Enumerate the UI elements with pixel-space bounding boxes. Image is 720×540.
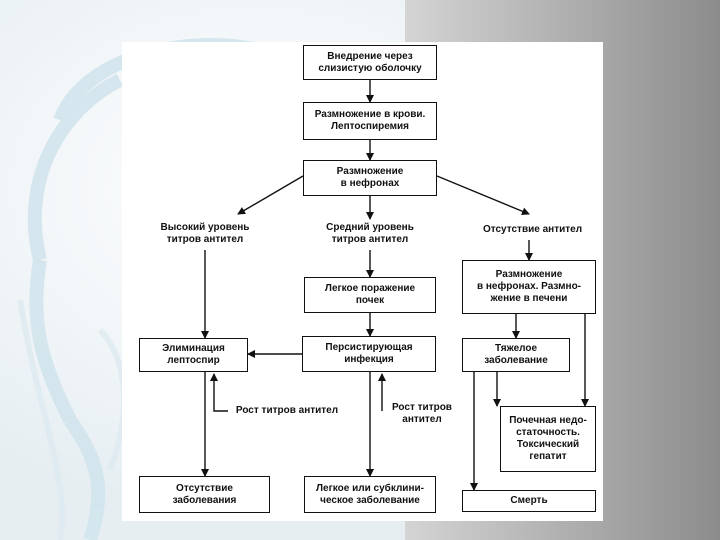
label-no-antibodies: Отсутствие антител [482, 224, 583, 235]
box-renal-failure: Почечная недо- статочность. Токсический … [500, 406, 596, 472]
box-no-disease: Отсутствие заболевания [139, 476, 270, 513]
box-penetration: Внедрение через слизистую оболочку [303, 45, 437, 80]
box-mild-kidney-damage: Легкое поражение почек [304, 277, 436, 313]
box-mild-subclinical: Легкое или субклини- ческое заболевание [304, 476, 436, 513]
box-leptospira-elimination: Элиминация лептоспир [139, 338, 248, 372]
box-nephron-reproduction: Размножение в нефронах [303, 160, 437, 196]
box-blood-reproduction: Размножение в крови. Лептоспиремия [303, 102, 437, 140]
box-nephron-liver-reproduction: Размножение в нефронах. Размно- жение в … [462, 260, 596, 314]
box-severe-disease: Тяжелое заболевание [462, 338, 570, 372]
box-persistent-infection: Персистирующая инфекция [302, 336, 436, 372]
label-medium-titer: Средний уровень титров антител [326, 222, 414, 245]
label-high-titer: Высокий уровень титров антител [160, 222, 250, 245]
box-death: Смерть [462, 490, 596, 512]
label-titer-rise-right: Рост титров антител [386, 402, 458, 426]
label-titer-rise-left: Рост титров антител [229, 405, 345, 417]
